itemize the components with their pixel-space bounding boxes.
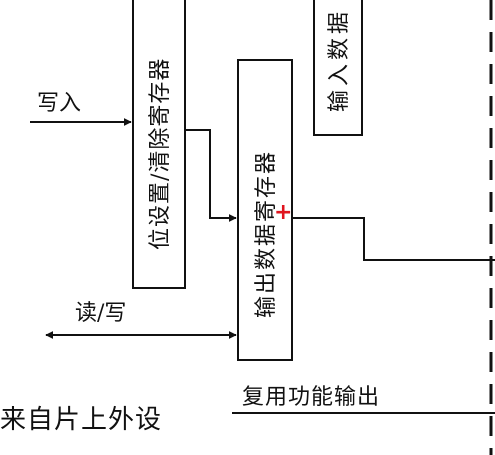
bsrr-to-odr-connector [185, 129, 237, 222]
bit-set-reset-register-box [132, 0, 186, 289]
from-onchip-peripheral-label: 来自片上外设 [0, 405, 162, 435]
input-data-register-label: 输入数据 [327, 8, 352, 112]
output-data-register-label: 输出数据寄存器 [254, 150, 279, 318]
output-data-register-box [237, 59, 293, 361]
alt-function-output-label: 复用功能输出 [242, 385, 380, 410]
write-in-label: 写入 [37, 91, 81, 116]
cursor-cross-icon: + [274, 200, 292, 225]
input-data-register-box [313, 0, 363, 136]
odr-output-line [292, 217, 495, 261]
read-write-label: 读/写 [75, 301, 126, 326]
bit-set-reset-register-label: 位设置/清除寄存器 [148, 58, 173, 250]
